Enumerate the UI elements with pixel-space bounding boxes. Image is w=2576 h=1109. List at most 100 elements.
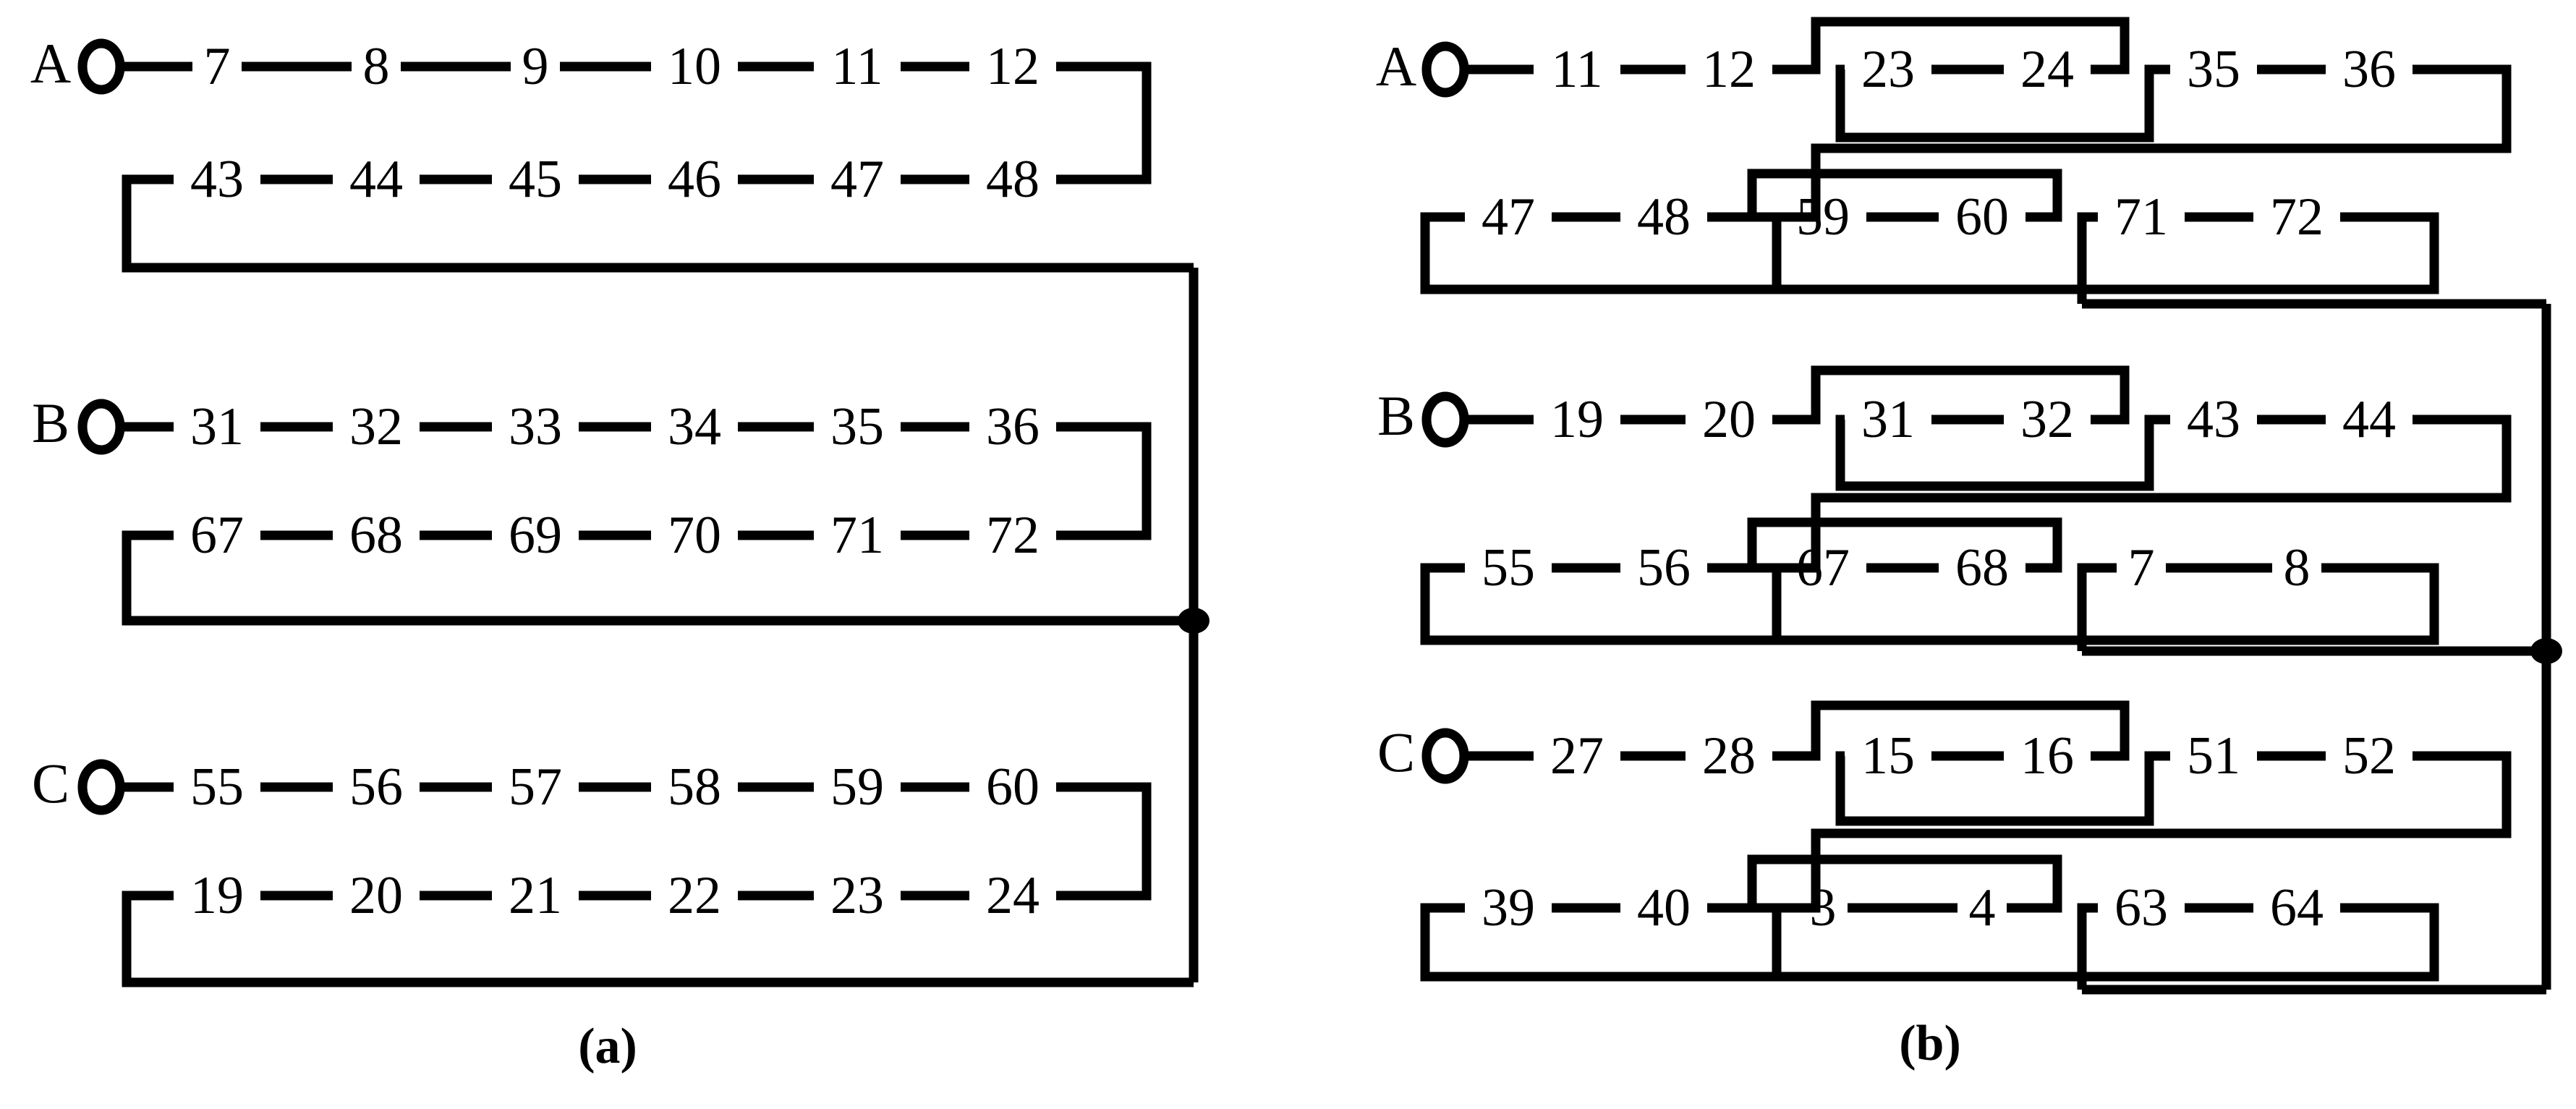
node-35-panel-b: 35 [2187, 40, 2240, 99]
panel-b-caption: (b) [1899, 1016, 1961, 1071]
end-turn-panel-a [1056, 422, 1152, 540]
node-72-panel-b: 72 [2270, 187, 2324, 247]
node-63-panel-b: 63 [2114, 878, 2168, 938]
over-bridge-panel-b [1772, 17, 2130, 75]
node-31-panel-a: 31 [190, 397, 244, 456]
node-44-panel-a: 44 [349, 150, 403, 209]
node-64-panel-b: 64 [2270, 878, 2324, 938]
node-59-panel-a: 59 [830, 757, 884, 817]
node-31-panel-b: 31 [1861, 390, 1915, 449]
node-58-panel-a: 58 [668, 757, 721, 817]
node-55-panel-b: 55 [1482, 538, 1535, 598]
node-43-panel-b: 43 [2187, 390, 2240, 449]
node-9-panel-a: 9 [522, 37, 549, 96]
node-22-panel-a: 22 [668, 866, 721, 925]
node-40-panel-b: 40 [1637, 878, 1691, 938]
node-57-panel-a: 57 [509, 757, 562, 817]
node-69-panel-a: 69 [509, 506, 562, 565]
phase-label-b-panel-a: B [31, 391, 70, 454]
node-24-panel-b: 24 [2020, 40, 2074, 99]
terminal-b-panel-b [1421, 391, 1469, 448]
node-46-panel-a: 46 [668, 150, 721, 209]
panel-a-caption: (a) [578, 1019, 637, 1074]
terminal-c-panel-a [77, 759, 125, 815]
node-8-panel-b: 8 [2283, 538, 2311, 598]
node-55-panel-a: 55 [190, 757, 244, 817]
node-11-panel-a: 11 [831, 37, 883, 96]
node-67-panel-a: 67 [190, 506, 244, 565]
node-15-panel-b: 15 [1861, 726, 1915, 786]
node-7-panel-a: 7 [203, 37, 231, 96]
node-68-panel-b: 68 [1955, 538, 2009, 598]
node-16-panel-b: 16 [2020, 726, 2074, 786]
over-bridge-panel-b [1772, 700, 2130, 761]
node-23-panel-b: 23 [1861, 40, 1915, 99]
node-48-panel-a: 48 [986, 150, 1040, 209]
node-3-panel-b: 3 [1809, 878, 1837, 938]
row-transfer-panel-b [1707, 415, 2512, 573]
node-36-panel-a: 36 [986, 397, 1040, 456]
under-bridge2-panel-b [1772, 212, 2098, 294]
node-56-panel-b: 56 [1637, 538, 1691, 598]
node-4-panel-b: 4 [1968, 878, 1996, 938]
phase-label-a-panel-a: A [30, 32, 72, 95]
node-70-panel-a: 70 [668, 506, 721, 565]
node-32-panel-a: 32 [349, 397, 403, 456]
node-68-panel-a: 68 [349, 506, 403, 565]
phase-label-c-panel-b: C [1377, 721, 1416, 783]
wire-paths [120, 17, 2551, 995]
under-bridge2-panel-b [1772, 903, 2098, 982]
over-bridge2-panel-b [1707, 169, 2062, 222]
node-59-panel-b: 59 [1796, 187, 1850, 247]
node-60-panel-a: 60 [986, 757, 1040, 817]
left-return-panel-b [1420, 903, 1777, 982]
node-48-panel-b: 48 [1637, 187, 1691, 247]
terminal-a-panel-b [1421, 41, 1469, 98]
node-11-panel-b: 11 [1551, 40, 1603, 99]
terminal-markers [77, 38, 2562, 815]
node-51-panel-b: 51 [2187, 726, 2240, 786]
node-47-panel-a: 47 [830, 150, 884, 209]
node-32-panel-b: 32 [2020, 390, 2074, 449]
node-39-panel-b: 39 [1482, 878, 1535, 938]
node-44-panel-b: 44 [2342, 390, 2396, 449]
node-21-panel-a: 21 [509, 866, 562, 925]
node-28-panel-b: 28 [1702, 726, 1756, 786]
node-52-panel-b: 52 [2342, 726, 2396, 786]
node-34-panel-a: 34 [668, 397, 721, 456]
left-return-panel-b [1420, 212, 1777, 294]
node-67-panel-b: 67 [1796, 538, 1850, 598]
phase-label-a-panel-b: A [1375, 35, 1417, 98]
right-return-panel-b [2082, 212, 2439, 294]
under-bridge-panel-b [1835, 415, 2170, 491]
node-7-panel-b: 7 [2127, 538, 2155, 598]
return-path-panel-a [122, 891, 1194, 987]
node-71-panel-b: 71 [2114, 187, 2168, 247]
node-47-panel-b: 47 [1482, 187, 1535, 247]
return-path-panel-a [122, 530, 1194, 626]
return-path-panel-a [122, 174, 1194, 273]
node-19-panel-b: 19 [1550, 390, 1604, 449]
terminal-a-panel-a [77, 38, 125, 95]
row-transfer-panel-b [1707, 64, 2512, 222]
under-bridge-panel-b [1835, 751, 2170, 826]
node-24-panel-a: 24 [986, 866, 1040, 925]
node-36-panel-b: 36 [2342, 40, 2396, 99]
terminal-c-panel-b [1421, 728, 1469, 784]
node-27-panel-b: 27 [1550, 726, 1604, 786]
node-56-panel-a: 56 [349, 757, 403, 817]
neutral-junction-panel-b [2530, 638, 2562, 664]
node-20-panel-b: 20 [1702, 390, 1756, 449]
node-12-panel-b: 12 [1702, 40, 1756, 99]
node-33-panel-a: 33 [509, 397, 562, 456]
over-bridge-panel-b [1772, 365, 2130, 425]
phase-label-c-panel-a: C [31, 752, 70, 815]
node-10-panel-a: 10 [668, 37, 721, 96]
end-turn-panel-a [1056, 61, 1152, 184]
node-71-panel-a: 71 [830, 506, 884, 565]
terminal-b-panel-a [77, 399, 125, 455]
over-bridge2-panel-b [1707, 517, 2062, 573]
left-return-panel-b [1420, 563, 1777, 645]
